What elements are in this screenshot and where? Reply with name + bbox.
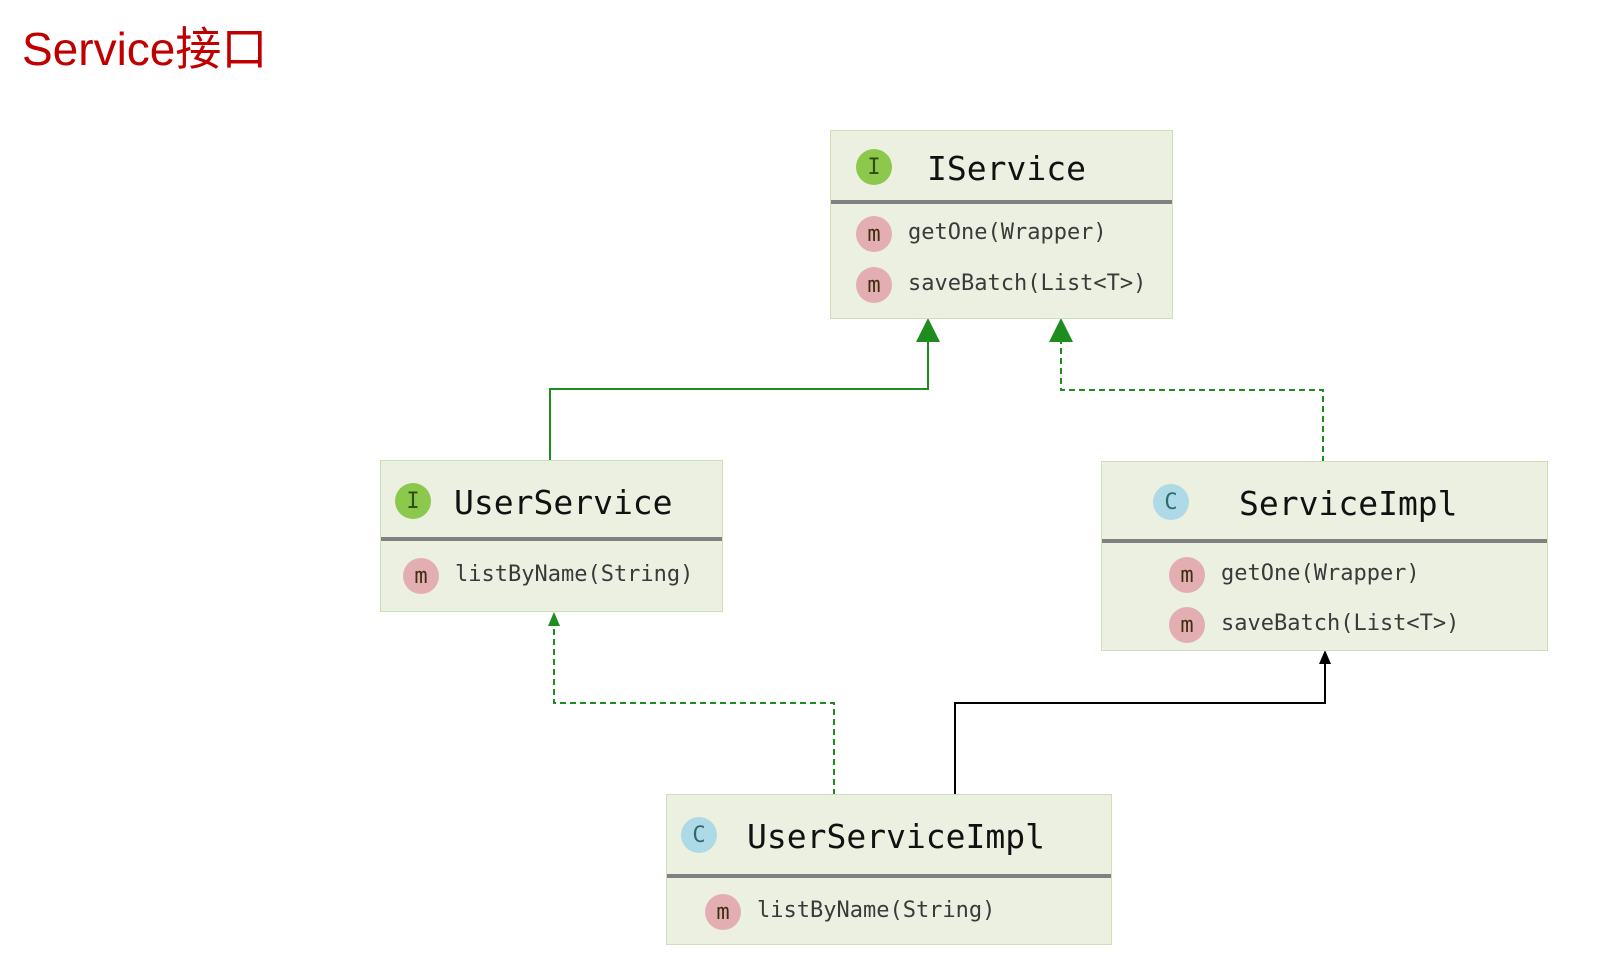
interface-badge-icon: I (856, 149, 892, 185)
class-name: UserServiceImpl (747, 817, 1046, 856)
method-label: getOne(Wrapper) (1221, 561, 1420, 586)
page-title: Service接口 (22, 23, 268, 75)
method-label: getOne(Wrapper) (908, 220, 1107, 245)
uml-box-userserviceimpl[interactable]: C UserServiceImpl m listByName(String) (666, 794, 1112, 945)
interface-badge-icon: I (395, 483, 431, 519)
uml-box-userservice[interactable]: I UserService m listByName(String) (380, 460, 723, 612)
edge-userserviceimpl-extends-serviceimpl (954, 664, 1326, 795)
class-badge-icon: C (1153, 484, 1189, 520)
arrowhead-userserviceimpl-userservice (548, 612, 560, 626)
class-badge-icon: C (681, 817, 717, 853)
method-badge-icon: m (856, 267, 892, 303)
method-label: saveBatch(List<T>) (908, 271, 1147, 296)
arrowhead-serviceimpl-iservice (1049, 318, 1073, 342)
class-name: ServiceImpl (1239, 484, 1458, 523)
uml-box-iservice[interactable]: I IService m getOne(Wrapper) m saveBatch… (830, 130, 1173, 319)
method-badge-icon: m (856, 216, 892, 252)
uml-box-serviceimpl[interactable]: C ServiceImpl m getOne(Wrapper) m saveBa… (1101, 461, 1548, 651)
method-badge-icon: m (1169, 607, 1205, 643)
arrowhead-userserviceimpl-serviceimpl (1319, 650, 1331, 664)
method-badge-icon: m (1169, 557, 1205, 593)
method-label: listByName(String) (455, 562, 694, 587)
method-badge-icon: m (705, 894, 741, 930)
edge-serviceimpl-implements-iservice (1060, 342, 1324, 462)
arrowhead-userservice-iservice (916, 318, 940, 342)
uml-box-header: C ServiceImpl (1102, 462, 1547, 543)
class-name: UserService (454, 483, 673, 522)
method-label: listByName(String) (757, 898, 996, 923)
class-name: IService (927, 149, 1086, 188)
method-label: saveBatch(List<T>) (1221, 611, 1460, 636)
uml-box-header: C UserServiceImpl (667, 795, 1111, 878)
uml-box-header: I IService (831, 131, 1172, 204)
edge-userserviceimpl-implements-userservice (553, 624, 835, 795)
method-badge-icon: m (403, 558, 439, 594)
edge-userservice-extends-iservice (549, 342, 929, 462)
uml-box-header: I UserService (381, 461, 722, 541)
